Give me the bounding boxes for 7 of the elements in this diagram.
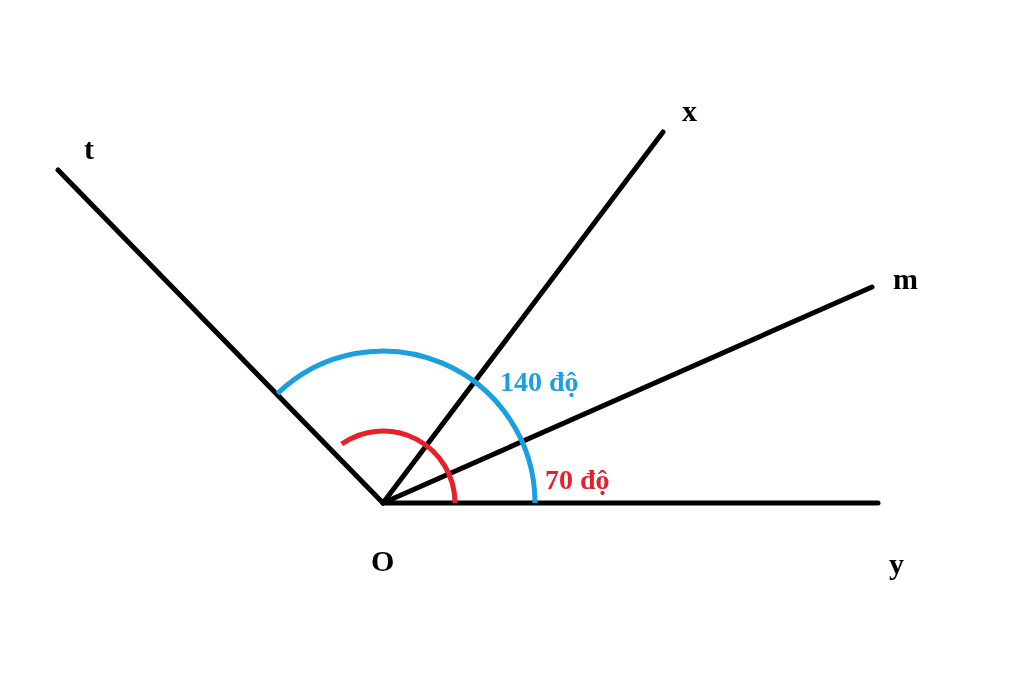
angle-label: 70 độ — [545, 466, 610, 494]
ray-label: x — [682, 96, 697, 126]
ray-label: y — [889, 549, 904, 579]
ray-label: m — [893, 264, 918, 294]
ray-label: t — [84, 134, 94, 164]
angle-label: 140 độ — [500, 368, 579, 396]
point-label: O — [371, 546, 395, 576]
